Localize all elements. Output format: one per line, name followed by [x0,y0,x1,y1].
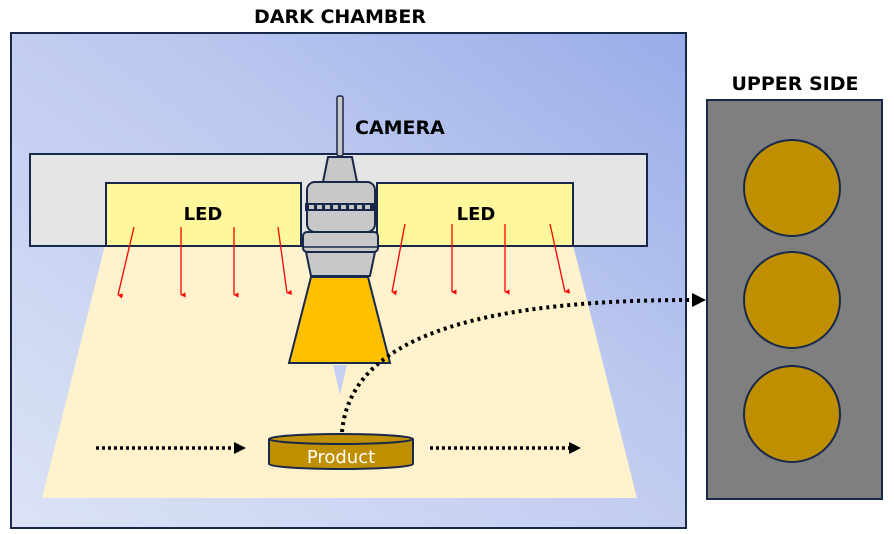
lens-barrel [304,251,377,277]
product-label: Product [307,447,375,468]
lens-hood [287,276,392,364]
dark-chamber-title: DARK CHAMBER [254,6,426,28]
camera-label: CAMERA [355,117,445,139]
light-arrow [277,226,292,295]
capture-path [340,298,693,433]
led-panel-left: LED [105,182,302,247]
upper-side-title: UPPER SIDE [731,73,858,95]
upper-side-product-1 [743,139,841,237]
conveyor-in-arrowhead [234,442,246,454]
light-arrows [117,223,571,299]
upper-side-product-2 [743,251,841,349]
product: Product [268,433,414,470]
capture-path-arrowhead [692,293,706,307]
led-panel-right: LED [376,182,574,247]
upper-side-product-3 [743,365,841,463]
light-arrow [549,223,571,294]
conveyor-out-arrowhead [569,442,581,454]
led-label-right: LED [457,204,496,225]
light-arrow [391,223,406,296]
camera [287,95,392,395]
light-arrow [117,226,135,299]
camera-top [321,156,359,183]
view-beam [333,365,347,395]
camera-mount [302,231,379,253]
camera-cable [336,95,344,157]
led-label-left: LED [184,204,223,225]
